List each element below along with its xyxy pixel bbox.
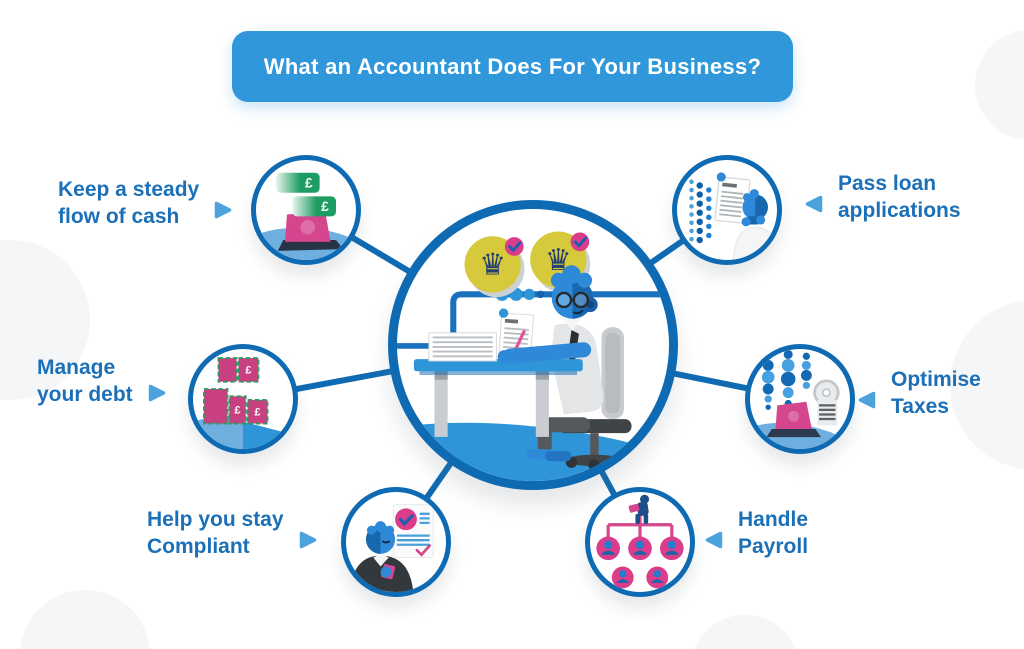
glasses — [555, 291, 573, 309]
bead-strings — [761, 349, 812, 410]
desk — [413, 359, 583, 437]
label-loan-applications: Pass loan applications — [803, 170, 961, 225]
dot-columns — [689, 179, 712, 244]
label-stay-compliant: Help you stay Compliant — [147, 506, 319, 561]
label-text: Keep a steady flow of cash — [58, 178, 200, 229]
abacus-pipe — [450, 291, 669, 335]
label-manage-debt: Manage your debt — [37, 354, 168, 409]
shoe — [545, 450, 572, 462]
reviewer-character — [732, 189, 777, 260]
arrow-left-icon — [805, 196, 823, 213]
laptop-base — [277, 240, 344, 251]
bead — [523, 288, 535, 300]
laptop — [628, 503, 640, 513]
tax-beads-icon — [750, 349, 850, 449]
node-cash-flow: £ £ — [251, 155, 361, 265]
check-icon — [508, 241, 522, 253]
bead — [536, 290, 545, 299]
compliance-report — [392, 504, 434, 558]
crest-approval-badge: ♛ — [464, 236, 525, 298]
hand — [741, 217, 751, 227]
debt-blocks — [203, 357, 269, 425]
writing-arm — [497, 329, 592, 364]
title-banner: What an Accountant Does For Your Busines… — [232, 31, 793, 102]
loan-application-icon — [689, 172, 777, 260]
arrow-right-icon — [299, 532, 316, 549]
svg-text:£: £ — [305, 175, 313, 190]
debt-blocks-icon: £ £ £ — [193, 357, 293, 449]
label-text: Pass loan applications — [838, 172, 961, 223]
check-icon — [398, 514, 414, 527]
employee-nodes — [596, 536, 684, 589]
compliance-checklist-icon — [349, 504, 434, 592]
arrow-right-icon — [148, 385, 165, 402]
collar — [562, 316, 583, 331]
node-stay-compliant — [341, 487, 451, 597]
collar — [373, 553, 389, 567]
check-icon — [573, 236, 587, 248]
label-text: Optimise Taxes — [891, 368, 981, 419]
label-handle-payroll: Handle Payroll — [703, 506, 808, 561]
central-circle: ♛ ♛ — [388, 200, 678, 490]
svg-text:£: £ — [235, 405, 241, 417]
pin — [498, 308, 509, 318]
accountant-at-desk-illustration: ♛ ♛ — [397, 231, 669, 481]
label-text: Manage your debt — [37, 356, 133, 407]
banknote: £ — [292, 196, 336, 217]
node-handle-payroll — [585, 487, 695, 597]
hair — [550, 272, 566, 288]
arrow-left-icon — [705, 532, 723, 549]
receipt-roll — [813, 379, 840, 426]
manager-character — [628, 494, 650, 524]
cash-flow-icon: £ £ — [256, 172, 356, 260]
hand — [756, 215, 766, 225]
svg-text:£: £ — [255, 406, 261, 418]
node-loan-applications — [672, 155, 782, 265]
crest-icon: ♛ — [479, 248, 506, 283]
label-text: Handle Payroll — [738, 508, 809, 559]
arrow-right-icon — [215, 202, 232, 219]
hair — [577, 272, 593, 288]
svg-text:£: £ — [321, 199, 329, 214]
hand — [497, 350, 511, 364]
paper-stack — [428, 332, 497, 362]
label-optimise-taxes: Optimise Taxes — [856, 366, 981, 421]
node-optimise-taxes — [745, 344, 855, 454]
label-cash-flow: Keep a steady flow of cash — [58, 176, 234, 231]
laptop-base — [766, 429, 821, 438]
node-manage-debt: £ £ £ — [188, 344, 298, 454]
smile — [572, 309, 584, 315]
pin — [716, 172, 726, 182]
page-title: What an Accountant Does For Your Busines… — [263, 53, 762, 79]
application-document — [714, 172, 751, 224]
payroll-orgchart-icon — [596, 494, 684, 589]
banknote: £ — [276, 172, 320, 193]
arrow-left-icon — [858, 392, 876, 409]
glasses — [572, 291, 590, 309]
hand — [380, 566, 392, 578]
hair — [562, 265, 581, 285]
check-icon — [415, 544, 431, 557]
smile — [381, 540, 391, 544]
compliant-character — [349, 521, 414, 592]
svg-text:£: £ — [245, 365, 251, 377]
label-text: Help you stay Compliant — [147, 508, 284, 559]
